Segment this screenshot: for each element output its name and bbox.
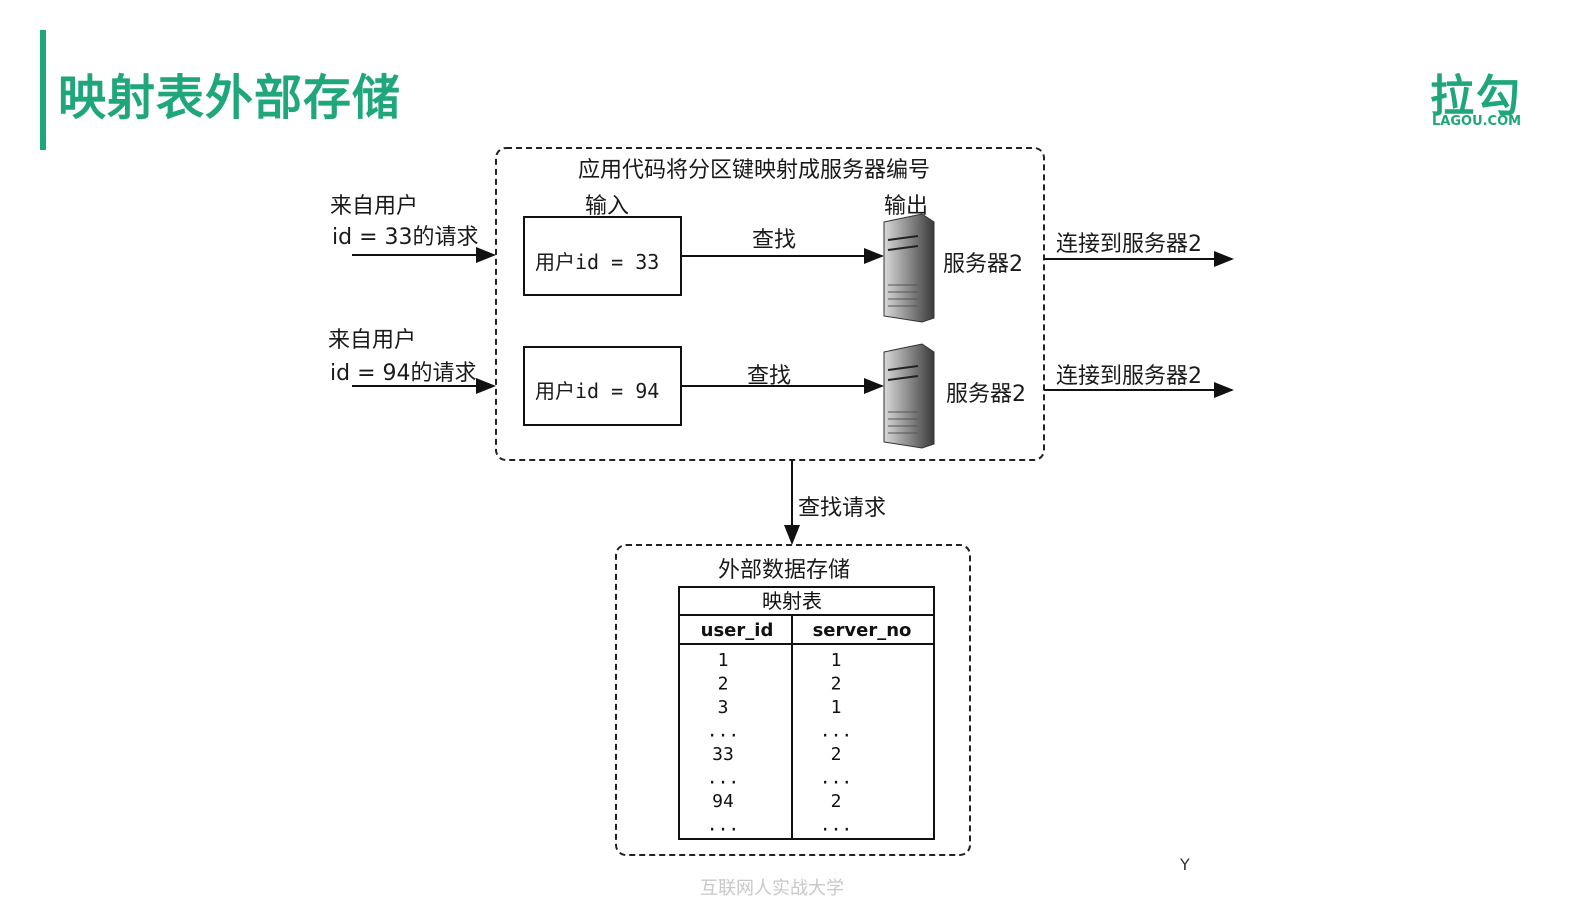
- table-cell-server-no: ...: [820, 721, 853, 742]
- table-cell-user-id: 2: [718, 674, 729, 695]
- table-cell-user-id: ...: [707, 815, 740, 836]
- server-icon-2: [883, 343, 935, 449]
- lookup-request-label: 查找请求: [798, 496, 887, 521]
- table-cell-server-no: ...: [820, 815, 853, 836]
- input-box-1-label: 用户id = 33: [535, 250, 660, 274]
- connect-label-1: 连接到服务器2: [1056, 232, 1202, 257]
- server-icon-1: [883, 213, 935, 323]
- request1-line1: 来自用户: [330, 194, 419, 219]
- app-code-box: [495, 147, 1045, 461]
- footer-mark: Y: [1180, 855, 1190, 874]
- input-label: 输入: [585, 194, 630, 219]
- table-cell-server-no: 1: [831, 650, 842, 671]
- request2-line1: 来自用户: [328, 328, 417, 353]
- table-cell-server-no: 2: [831, 791, 842, 812]
- server-label-2: 服务器2: [946, 382, 1026, 407]
- table-cell-server-no: 2: [831, 744, 842, 765]
- title-accent-bar: [40, 30, 46, 150]
- app-box-title: 应用代码将分区键映射成服务器编号: [578, 158, 931, 183]
- table-cell-server-no: ...: [820, 768, 853, 789]
- table-cell-user-id: 94: [712, 791, 734, 812]
- footer-text: 互联网人实战大学: [700, 878, 844, 899]
- slide-title: 映射表外部存储: [58, 70, 402, 126]
- output-label: 输出: [884, 194, 929, 219]
- connect-label-2: 连接到服务器2: [1056, 364, 1202, 389]
- table-cell-server-no: 2: [831, 674, 842, 695]
- lookup-label-2: 查找: [747, 364, 792, 389]
- table-cell-user-id: 33: [712, 744, 734, 765]
- storage-box: [615, 544, 971, 856]
- table-header-user-id: user_id: [701, 620, 774, 641]
- table-cell-user-id: ...: [707, 768, 740, 789]
- table-cell-server-no: 1: [831, 697, 842, 718]
- lookup-label-1: 查找: [752, 228, 797, 253]
- request2-line2: id = 94的请求: [330, 361, 477, 386]
- server-label-1: 服务器2: [943, 252, 1023, 277]
- table-caption: 映射表: [762, 589, 822, 613]
- input-box-2-label: 用户id = 94: [535, 379, 660, 403]
- table-cell-user-id: ...: [707, 721, 740, 742]
- table-cell-user-id: 3: [718, 697, 729, 718]
- request1-line2: id = 33的请求: [332, 225, 479, 250]
- storage-title: 外部数据存储: [718, 558, 851, 583]
- lagou-logo: 拉勾: [1430, 71, 1522, 122]
- table-cell-user-id: 1: [718, 650, 729, 671]
- lagou-logo-url: LAGOU.COM: [1432, 114, 1522, 129]
- table-header-server-no: server_no: [813, 620, 912, 641]
